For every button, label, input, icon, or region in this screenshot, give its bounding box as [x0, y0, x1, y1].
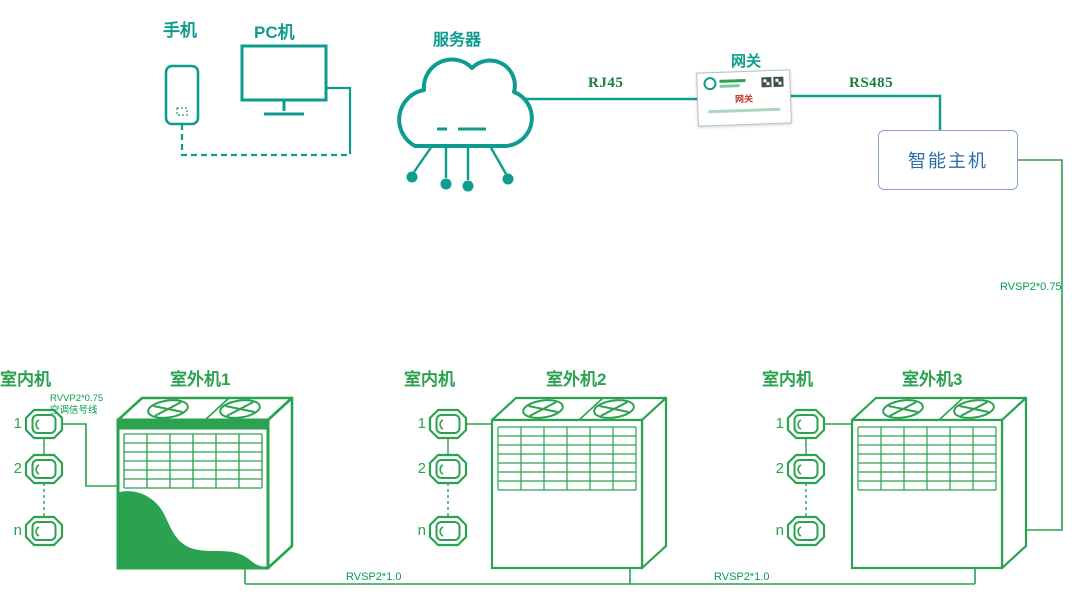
rj45-label: RJ45 — [588, 75, 624, 91]
phone-network-dashed-line — [180, 124, 350, 157]
gateway-label: 网关 — [731, 53, 762, 70]
group3-outdoor-label: 室外机3 — [902, 370, 963, 389]
pc-label: PC机 — [254, 23, 295, 42]
gateway-qr-icon — [761, 76, 772, 87]
phone-label: 手机 — [163, 21, 197, 40]
group1-indoor-label: 室内机 — [0, 370, 51, 389]
host-cable-label: RVSP2*0.75 — [1000, 281, 1062, 293]
outdoor-bus-line — [244, 568, 976, 585]
outdoor1-top-band — [119, 421, 267, 430]
gateway-device-name: 网关 — [734, 93, 754, 105]
gateway-footer-text-bar — [708, 107, 781, 114]
group2-unit-number: 2 — [417, 460, 426, 477]
signal-cable-label: RVVP2*0.75 空调信号线 — [50, 393, 103, 417]
indoor-unit-icon — [786, 515, 826, 547]
group1-signal-line — [62, 423, 118, 487]
indoor-unit-icon — [24, 453, 64, 485]
signal-cable-label-line1: RVVP2*0.75 — [50, 393, 104, 404]
gateway-qr-icon — [773, 76, 784, 87]
gateway-logo-icon — [703, 76, 717, 91]
group2-unit-number: 1 — [417, 415, 426, 432]
gateway-device: 网关 — [696, 69, 792, 127]
outdoor-unit-2 — [490, 396, 668, 570]
signal-cable-label-line2: 空调信号线 — [50, 404, 98, 416]
pc-network-line — [326, 86, 352, 154]
group1-unit-number: n — [13, 522, 22, 539]
indoor-unit-icon — [786, 453, 826, 485]
smart-host-label: 智能主机 — [908, 151, 988, 171]
indoor-unit-icon — [428, 453, 468, 485]
group3-indoor-label: 室内机 — [762, 370, 813, 389]
indoor-unit-icon — [428, 408, 468, 440]
phone-icon — [164, 64, 200, 126]
host-to-outdoor3-line — [1016, 159, 1063, 531]
group1-unit-number: 2 — [13, 460, 22, 477]
indoor-unit-icon — [428, 515, 468, 547]
group2-outdoor-label: 室外机2 — [546, 370, 607, 389]
group3-unit-number: n — [775, 522, 784, 539]
rs485-label: RS485 — [849, 75, 894, 91]
group3-unit-number: 1 — [775, 415, 784, 432]
gateway-logo-text-bars — [719, 78, 759, 88]
server-cloud-icon — [397, 57, 534, 192]
gateway-header — [703, 75, 784, 91]
group3-unit-number: 2 — [775, 460, 784, 477]
outdoor-unit-3 — [850, 396, 1028, 570]
group2-unit-number: n — [417, 522, 426, 539]
pc-icon — [240, 44, 328, 116]
rs485-line — [790, 94, 942, 130]
server-label: 服务器 — [433, 32, 482, 49]
group1-outdoor-label: 室外机1 — [170, 370, 231, 389]
indoor-unit-icon — [24, 515, 64, 547]
connection-lines — [43, 86, 1063, 585]
outdoor-unit-1 — [116, 396, 294, 570]
group1-unit-number: 1 — [13, 415, 22, 432]
bus-cable-label-left: RVSP2*1.0 — [346, 571, 402, 583]
group2-indoor-label: 室内机 — [404, 370, 455, 389]
bus-cable-label-right: RVSP2*1.0 — [714, 571, 770, 583]
outdoor1-fill-wave — [119, 491, 267, 567]
indoor-unit-icon — [786, 408, 826, 440]
smart-host-box: 智能主机 — [878, 130, 1018, 190]
